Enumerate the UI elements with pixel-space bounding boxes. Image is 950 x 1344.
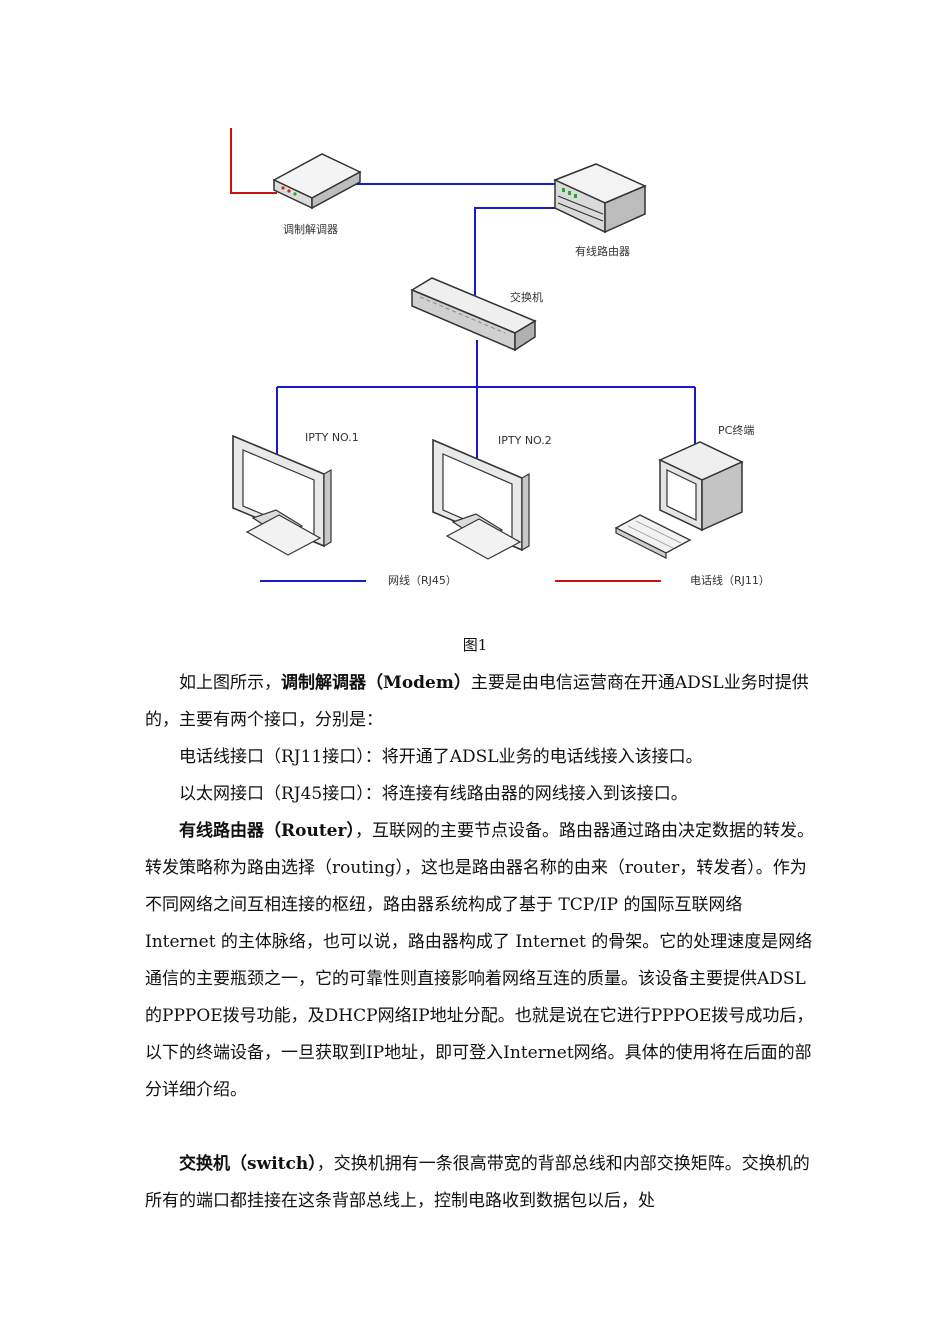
legend-network-label: 网线（RJ45）	[388, 573, 457, 587]
switch-icon	[410, 277, 537, 352]
paragraph-modem-prefix: 如上图所示，	[179, 673, 281, 693]
router-icon	[553, 163, 647, 234]
router-label: 有线路由器	[575, 244, 630, 258]
iptv2-label: IPTY NO.2	[498, 434, 552, 447]
pc-terminal-icon	[614, 441, 744, 559]
iptv1-label: IPTY NO.1	[305, 431, 359, 444]
router-term: 有线路由器（Router）	[179, 821, 355, 841]
switch-label: 交换机	[510, 290, 543, 304]
legend-phone-label: 电话线（RJ11）	[690, 573, 770, 587]
paragraph-switch-text: ，交换机拥有一条很高带宽的背部总线和内部交换矩阵。交换机的所有的端口都挂接在这条…	[145, 1154, 810, 1211]
iptv1-monitor-icon	[232, 434, 332, 556]
modem-label: 调制解调器	[283, 222, 338, 236]
phone-line-in	[230, 128, 277, 194]
paragraph-router-text: ，互联网的主要节点设备。路由器通过路由决定数据的转发。转发策略称为路由选择（ro…	[145, 821, 814, 1100]
paragraph-rj11: 电话线接口（RJ11接口）：将开通了ADSL业务的电话线接入该接口。	[179, 747, 703, 767]
figure-caption: 图1	[462, 636, 488, 654]
network-diagram: 调制解调器 有线路由器 交换机 IPTY NO.1 IPTY NO.2	[230, 128, 770, 587]
iptv2-monitor-icon	[432, 438, 530, 560]
paragraph-switch: 交换机（switch），交换机拥有一条很高带宽的背部总线和内部交换矩阵。交换机的…	[145, 1146, 815, 1220]
paragraph-modem: 如上图所示，调制解调器（Modem）主要是由电信运营商在开通ADSL业务时提供的…	[145, 665, 815, 739]
paragraph-router: 有线路由器（Router），互联网的主要节点设备。路由器通过路由决定数据的转发。…	[145, 813, 815, 1109]
paragraph-modem-text: 主要是由电信运营商在开通ADSL业务时提供的，主要有两个接口，分别是：	[145, 673, 809, 730]
router-switch-cable	[474, 207, 563, 300]
pc-label: PC终端	[718, 423, 754, 437]
paragraph-rj45: 以太网接口（RJ45接口）：将连接有线路由器的网线接入到该接口。	[179, 784, 688, 804]
switch-term: 交换机（switch）	[179, 1154, 317, 1174]
modem-term: 调制解调器（Modem）	[281, 673, 471, 693]
modem-icon	[272, 153, 362, 210]
